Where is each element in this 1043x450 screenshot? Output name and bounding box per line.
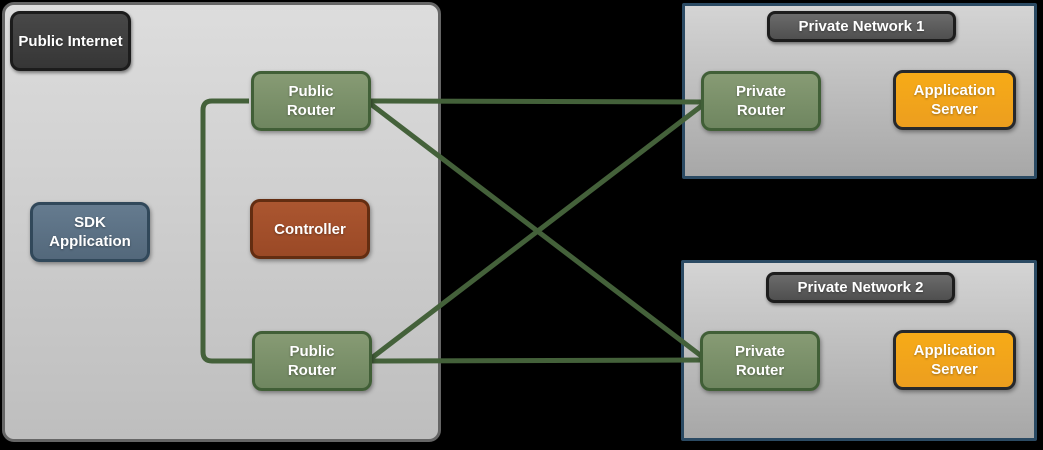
node-application-server-1: Application Server: [893, 70, 1016, 130]
label-public-internet: Public Internet: [10, 11, 131, 71]
node-public-router-top-label: Public Router: [286, 83, 336, 119]
node-private-router-2: Private Router: [700, 331, 820, 391]
label-private-network-2-text: Private Network 2: [797, 279, 924, 296]
node-controller: Controller: [250, 199, 370, 259]
node-application-server-2: Application Server: [893, 330, 1016, 390]
node-private-router-1-label: Private Router: [735, 83, 787, 119]
label-public-internet-text: Public Internet: [18, 32, 123, 50]
node-private-router-2-label: Private Router: [734, 343, 786, 379]
node-sdk-application-label: SDK Application: [49, 214, 131, 250]
node-application-server-2-label: Application Server: [913, 342, 996, 378]
node-private-router-1: Private Router: [701, 71, 821, 131]
node-public-router-bottom: Public Router: [252, 331, 372, 391]
label-private-network-1: Private Network 1: [767, 11, 956, 42]
node-application-server-1-label: Application Server: [913, 82, 996, 118]
label-private-network-1-text: Private Network 1: [798, 18, 925, 35]
node-sdk-application: SDK Application: [30, 202, 150, 262]
node-public-router-top: Public Router: [251, 71, 371, 131]
node-public-router-bottom-label: Public Router: [287, 343, 337, 379]
node-controller-label: Controller: [274, 220, 346, 238]
label-private-network-2: Private Network 2: [766, 272, 955, 303]
